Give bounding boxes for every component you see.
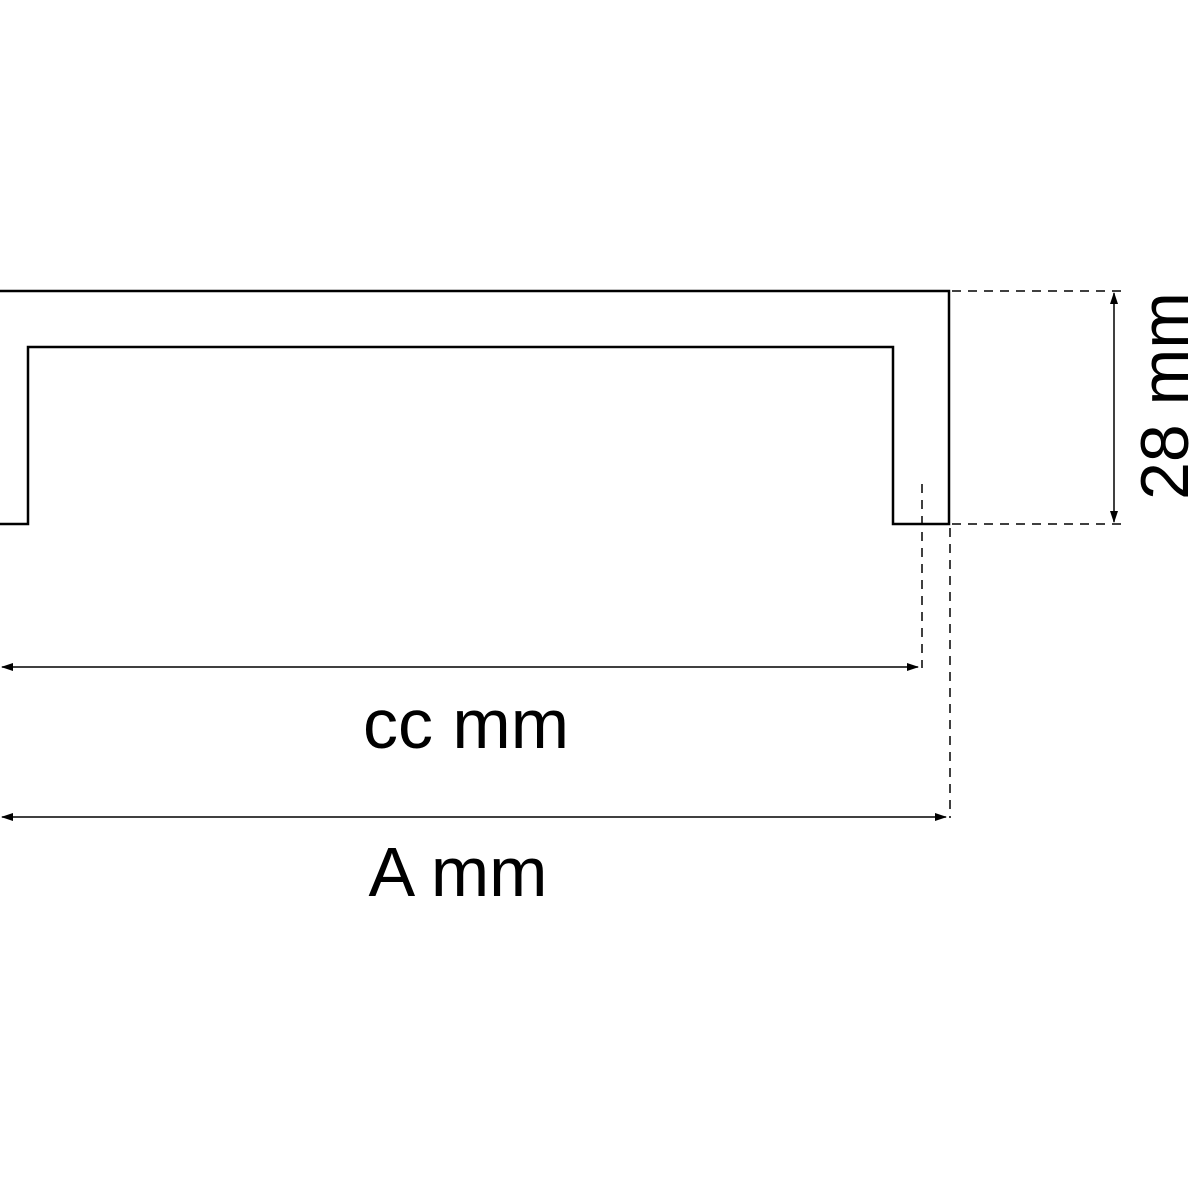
a-label: A mm: [369, 833, 548, 911]
handle-profile-outline: [0, 289, 951, 526]
height-label: 28 mm: [1127, 292, 1190, 500]
cc-label: cc mm: [363, 685, 569, 763]
